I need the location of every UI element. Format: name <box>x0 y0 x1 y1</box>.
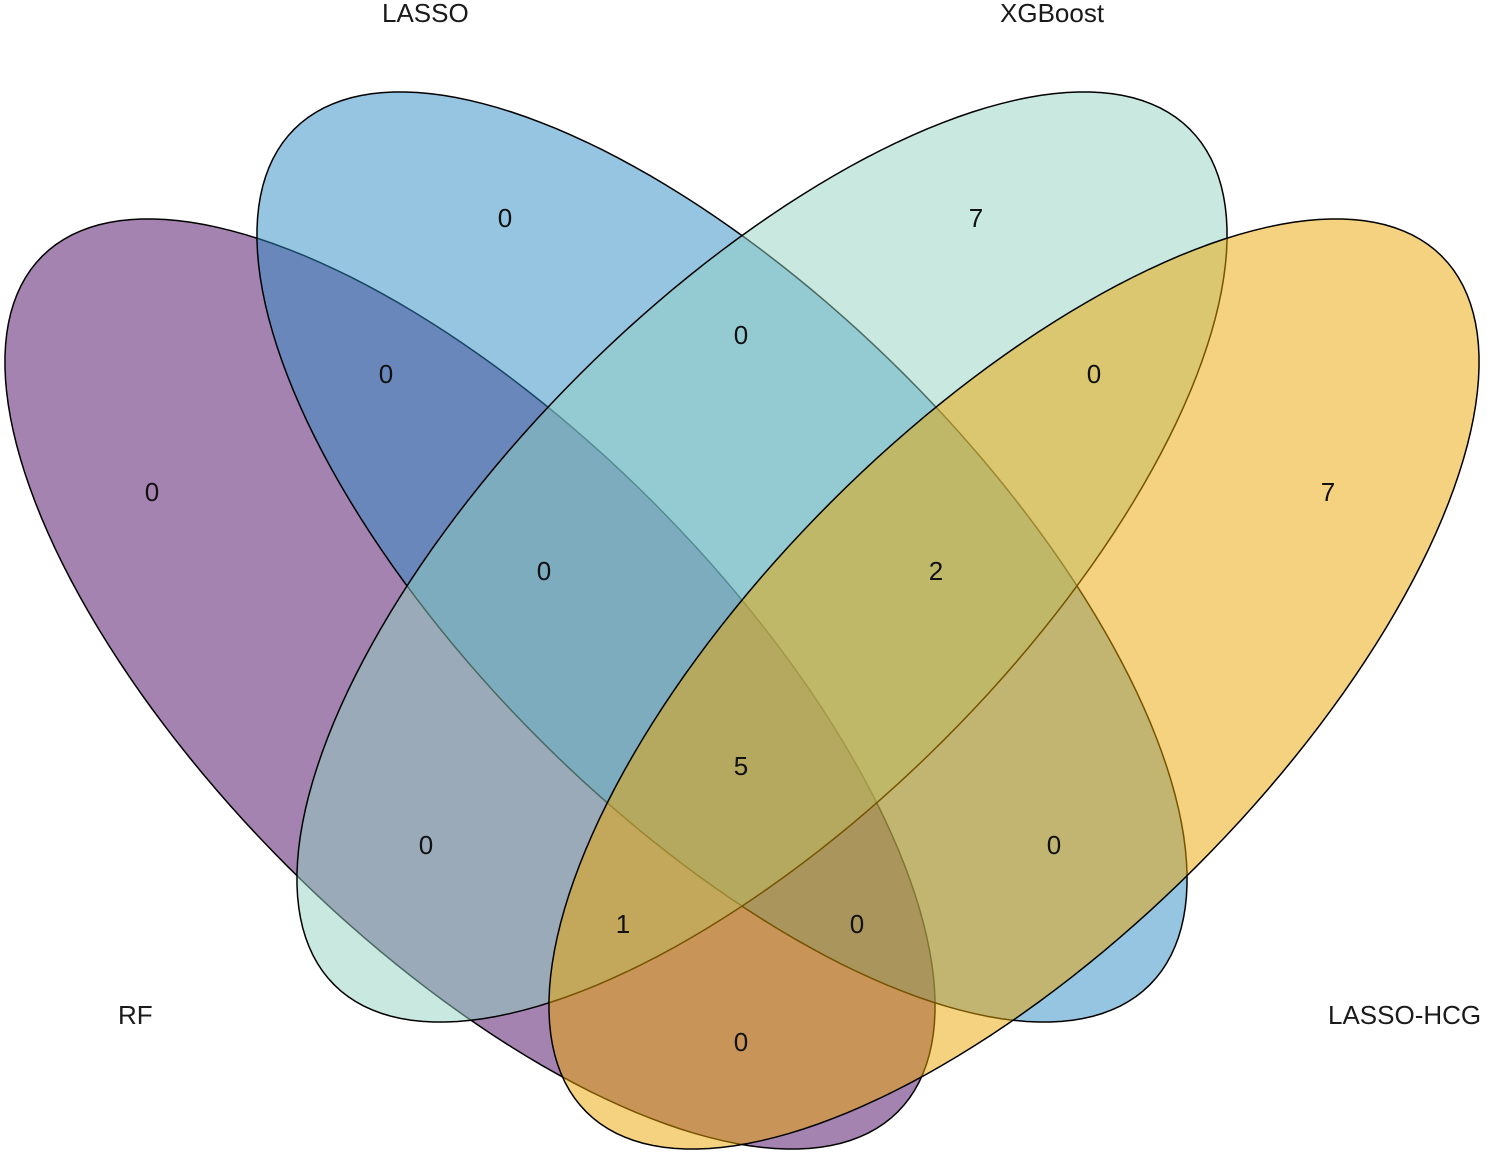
region-count-xgboost-lasso-hcg: 0 <box>1087 359 1101 389</box>
region-count-rf-xgboost: 0 <box>419 830 433 860</box>
set-label-xgboost: XGBoost <box>1000 0 1105 28</box>
set-label-lasso: LASSO <box>382 0 469 28</box>
region-count-rf-lasso-lasso-hcg: 0 <box>850 909 864 939</box>
region-count-rf: 0 <box>145 477 159 507</box>
region-count-lasso-hcg: 7 <box>1321 477 1335 507</box>
region-count-lasso: 0 <box>498 203 512 233</box>
region-count-lasso-xgboost-lasso-hcg: 2 <box>929 556 943 586</box>
region-count-rf-xgboost-lasso-hcg: 1 <box>616 909 630 939</box>
region-count-rf-lasso-xgboost-lasso-hcg: 5 <box>734 751 748 781</box>
set-ellipse-lasso-hcg <box>548 218 1480 1150</box>
set-label-rf: RF <box>118 1000 153 1030</box>
region-count-rf-lasso: 0 <box>379 359 393 389</box>
region-count-lasso-xgboost: 0 <box>734 320 748 350</box>
region-count-lasso-lasso-hcg: 0 <box>1047 830 1061 860</box>
region-count-xgboost: 7 <box>969 203 983 233</box>
region-count-rf-lasso-hcg: 0 <box>734 1027 748 1057</box>
set-label-lasso-hcg: LASSO-HCG <box>1328 1000 1481 1030</box>
region-count-rf-lasso-xgboost: 0 <box>537 556 551 586</box>
